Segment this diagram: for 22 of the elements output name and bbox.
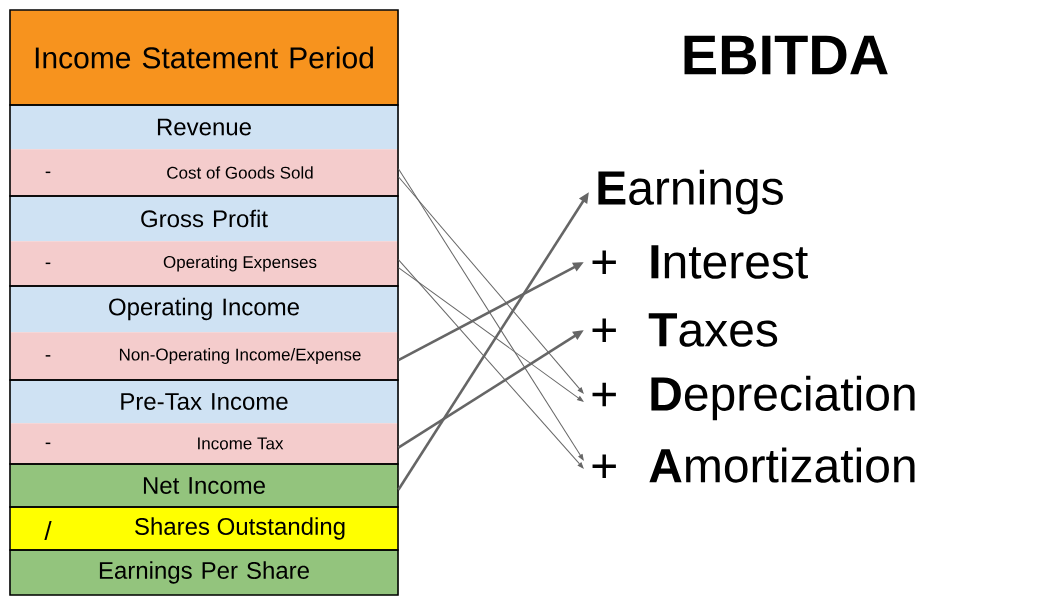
arrow <box>397 259 584 469</box>
term-text: + Amortization <box>592 447 915 483</box>
arrow <box>397 176 584 394</box>
term-text: + Interest <box>592 245 808 279</box>
table-row: Income Statement Period <box>10 10 399 106</box>
table-row: - Operating Expenses <box>10 241 399 287</box>
table-row: - Cost of Goods Sold <box>10 149 399 197</box>
term-text: Earnings <box>598 169 783 215</box>
table-row: - Non-Operating Income/Expense <box>10 332 399 381</box>
arrow <box>397 168 584 461</box>
table-row: Revenue <box>10 105 399 150</box>
arrow <box>397 267 584 402</box>
table-row: Gross Profit <box>10 196 399 242</box>
table-row: Net Income <box>10 464 399 508</box>
table-row: / Shares Outstanding <box>10 507 399 551</box>
title: EBITDA <box>684 35 888 75</box>
term-text: + Taxes <box>592 313 778 347</box>
table-row: Earnings Per Share <box>10 550 399 596</box>
table-row: Operating Income <box>10 286 399 333</box>
term-text: + Depreciation <box>592 375 915 421</box>
table-row: - Income Tax <box>10 423 399 465</box>
table-row: Pre-Tax Income <box>10 380 399 424</box>
